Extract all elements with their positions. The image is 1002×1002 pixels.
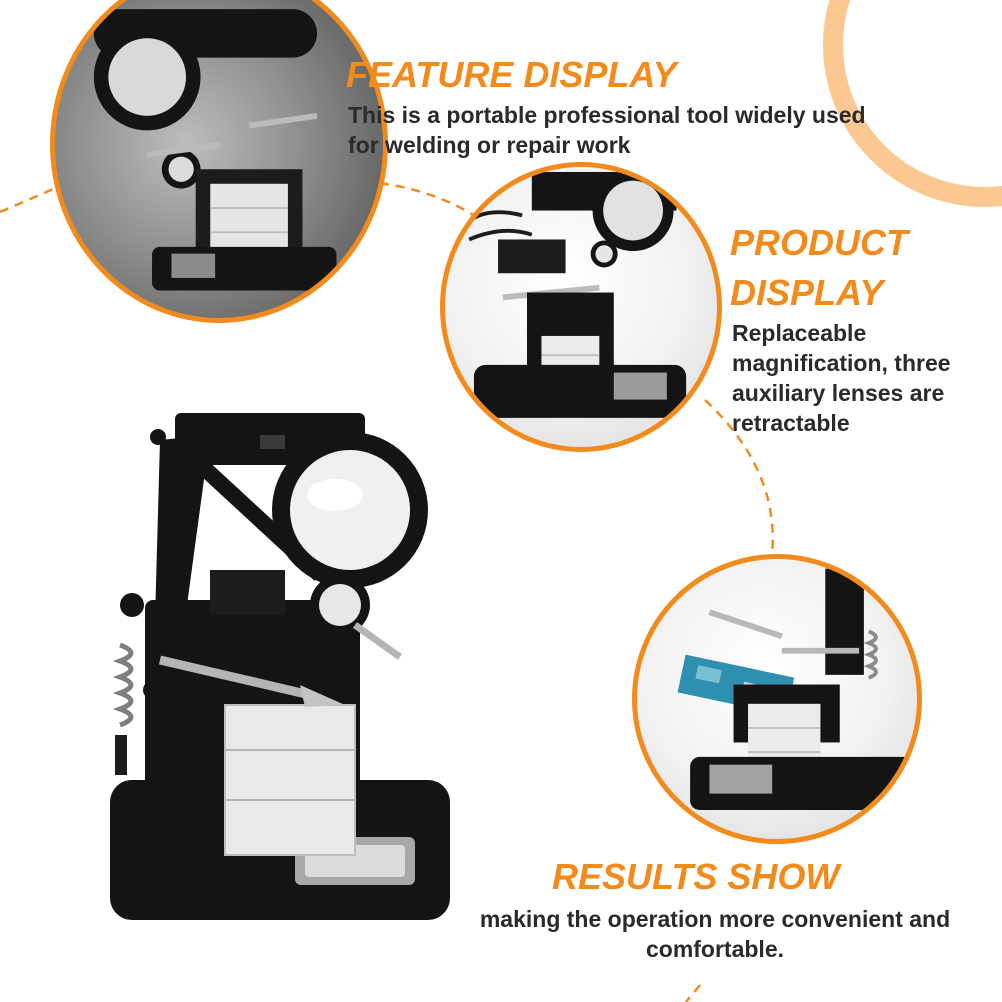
product-display-text: Replaceable magnification, three auxilia… (732, 320, 951, 436)
orange-ring (823, 0, 1002, 207)
dashed-line-results (685, 984, 701, 1002)
product-main-photo (110, 413, 450, 920)
product-photo-circle (440, 162, 722, 452)
results-show-title: RESULTS SHOW (552, 856, 840, 897)
feature-photo-circle (50, 0, 388, 323)
results-show-text: making the operation more convenient and… (479, 906, 951, 962)
results-photo-circle (632, 554, 922, 844)
feature-display-text: This is a portable professional tool wid… (348, 102, 866, 158)
results-photo (677, 568, 913, 811)
feature-display-title: FEATURE DISPLAY (346, 54, 677, 95)
product-display-title: PRODUCT DISPLAY (730, 222, 908, 313)
feature-photo (93, 9, 337, 291)
dashed-line-left (0, 183, 63, 214)
dashed-line-product (704, 399, 774, 556)
product-photo (462, 170, 687, 418)
